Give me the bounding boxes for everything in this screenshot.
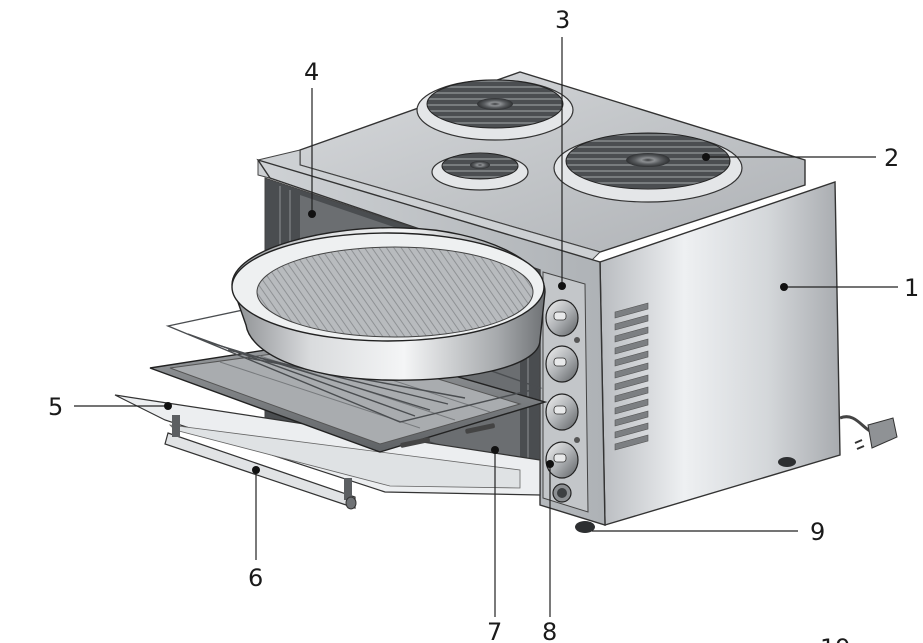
side-vent-slots [614, 302, 649, 451]
callout-label-2: 2 [884, 144, 899, 172]
callout-label-8: 8 [542, 618, 557, 643]
callout-dot-8 [546, 460, 554, 468]
hot-plate-small [431, 152, 529, 191]
control-knob [545, 441, 579, 479]
control-knob [545, 393, 579, 431]
oven-front-frame [256, 158, 606, 526]
callout-dot-2 [702, 153, 710, 161]
callout-label-5: 5 [48, 393, 63, 421]
callout-label-3: 3 [555, 6, 570, 34]
callout-dot-7 [491, 446, 499, 454]
hot-plate-large-front [553, 132, 743, 203]
callout-label-6: 6 [248, 564, 263, 592]
callout-dot-4 [308, 210, 316, 218]
callout-dot-5 [164, 402, 172, 410]
power-plug [854, 417, 898, 450]
oven-top-edge [257, 149, 601, 263]
power-indicator [552, 483, 572, 503]
callout-label-9: 9 [810, 518, 825, 546]
hot-plate-large-rear [416, 79, 574, 141]
page-number: 19 [820, 634, 851, 643]
door-handle [164, 415, 357, 510]
oven-foot [575, 521, 595, 533]
round-baking-pan [231, 227, 546, 381]
control-knob [545, 299, 579, 337]
callout-dot-1 [780, 283, 788, 291]
oven-foot [778, 457, 796, 467]
callout-label-7: 7 [487, 618, 502, 643]
indicator-light [574, 437, 580, 443]
callout-label-1: 1 [904, 274, 919, 302]
callout-label-4: 4 [304, 58, 319, 86]
control-knob [545, 345, 579, 383]
indicator-light [574, 337, 580, 343]
callout-dot-3 [558, 282, 566, 290]
power-cord [839, 415, 873, 434]
callout-dot-6 [252, 466, 260, 474]
